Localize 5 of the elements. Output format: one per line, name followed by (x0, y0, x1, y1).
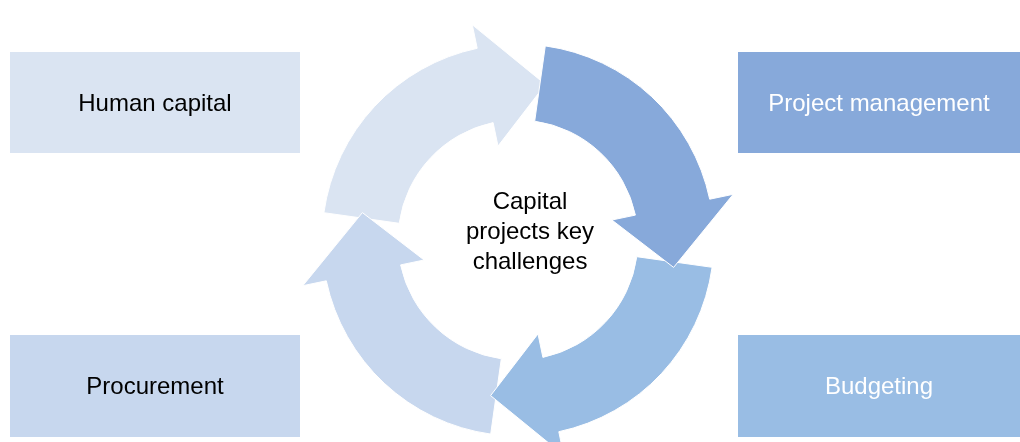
category-box: Project management (738, 52, 1020, 153)
category-box: Budgeting (738, 335, 1020, 437)
category-box: Procurement (10, 335, 300, 437)
center-label: Capital projects key challenges (440, 176, 620, 286)
category-box: Human capital (10, 52, 300, 153)
